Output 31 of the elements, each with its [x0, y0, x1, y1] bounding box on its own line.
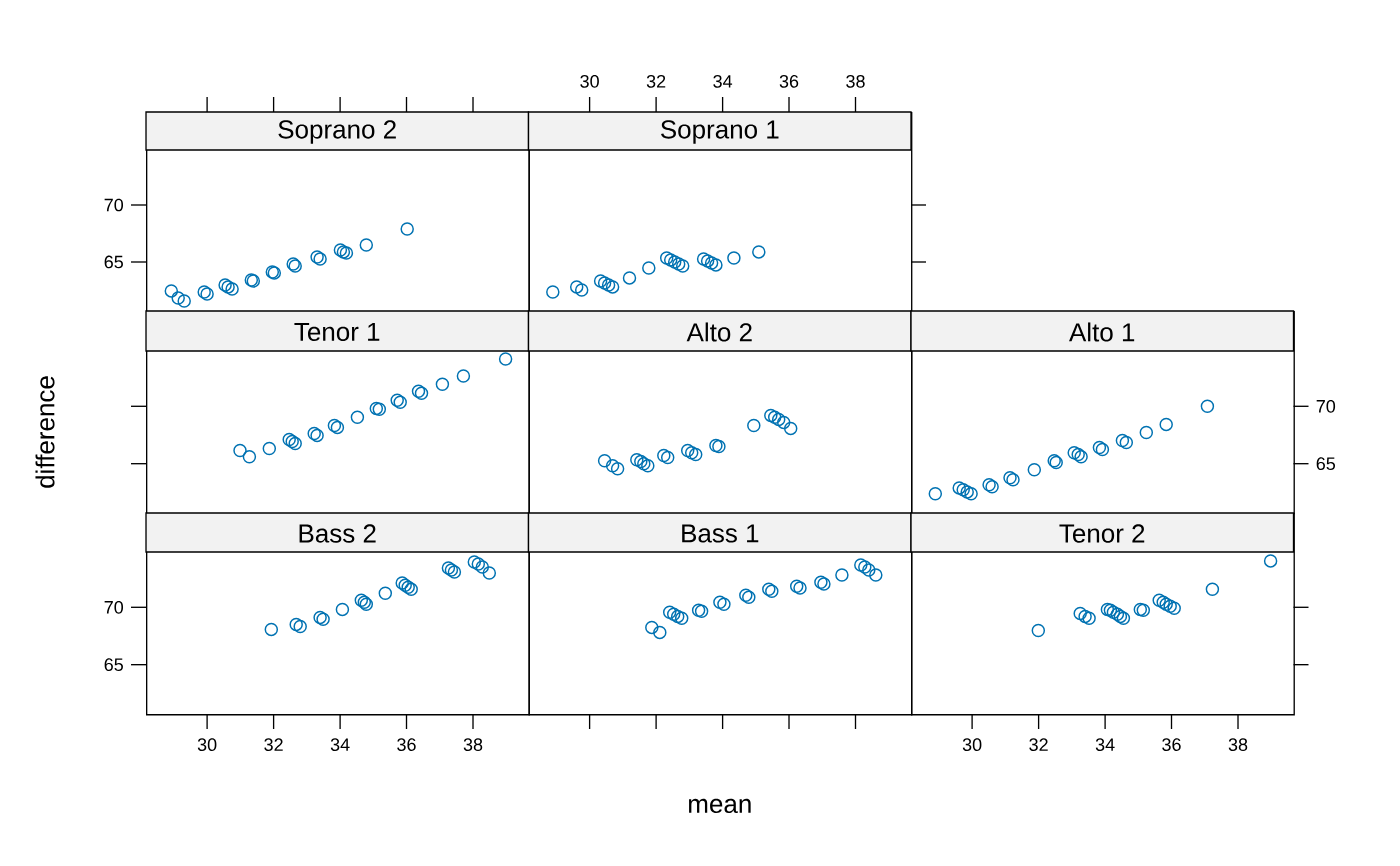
axis-tick: 36	[1162, 713, 1181, 751]
axis-tick: 34	[1095, 713, 1115, 751]
axis-tick: 34	[713, 75, 733, 113]
plot-panel: Soprano 1	[527, 111, 913, 313]
axis-tick: 36	[779, 75, 799, 113]
axis-title: mean	[689, 798, 751, 814]
axis-tick: 30	[580, 75, 599, 113]
plot-panel: Bass 2	[145, 512, 530, 716]
axis-tick: 70	[104, 198, 147, 212]
axis-tick: 70	[1292, 399, 1336, 413]
axis-tick: 32	[1029, 713, 1048, 751]
axis-tick: 30	[197, 713, 217, 751]
axis-tick: 38	[463, 713, 483, 751]
plot-panel: Soprano 2	[145, 111, 530, 313]
plot-panel: Alto 2	[527, 310, 913, 515]
axis-tick: 30	[962, 713, 982, 751]
axis-tick: 65	[1292, 457, 1336, 471]
axis-tick: 38	[846, 75, 865, 113]
axis-tick: 34	[330, 713, 350, 751]
axis-tick: 38	[1228, 713, 1248, 751]
axis-tick: 65	[104, 255, 147, 269]
axis-tick: 32	[646, 75, 666, 113]
axis-tick: 65	[104, 658, 147, 672]
axis-tick: 32	[264, 713, 283, 751]
plot-panel: Bass 1	[527, 512, 913, 716]
axis-tick: 70	[104, 600, 147, 614]
axis-tick: 36	[397, 713, 416, 751]
plot-panel: Alto 1	[910, 310, 1295, 515]
plot-panel: Tenor 1	[145, 310, 530, 515]
plot-panel: Tenor 2	[910, 512, 1295, 716]
axis-title: difference	[35, 376, 55, 488]
